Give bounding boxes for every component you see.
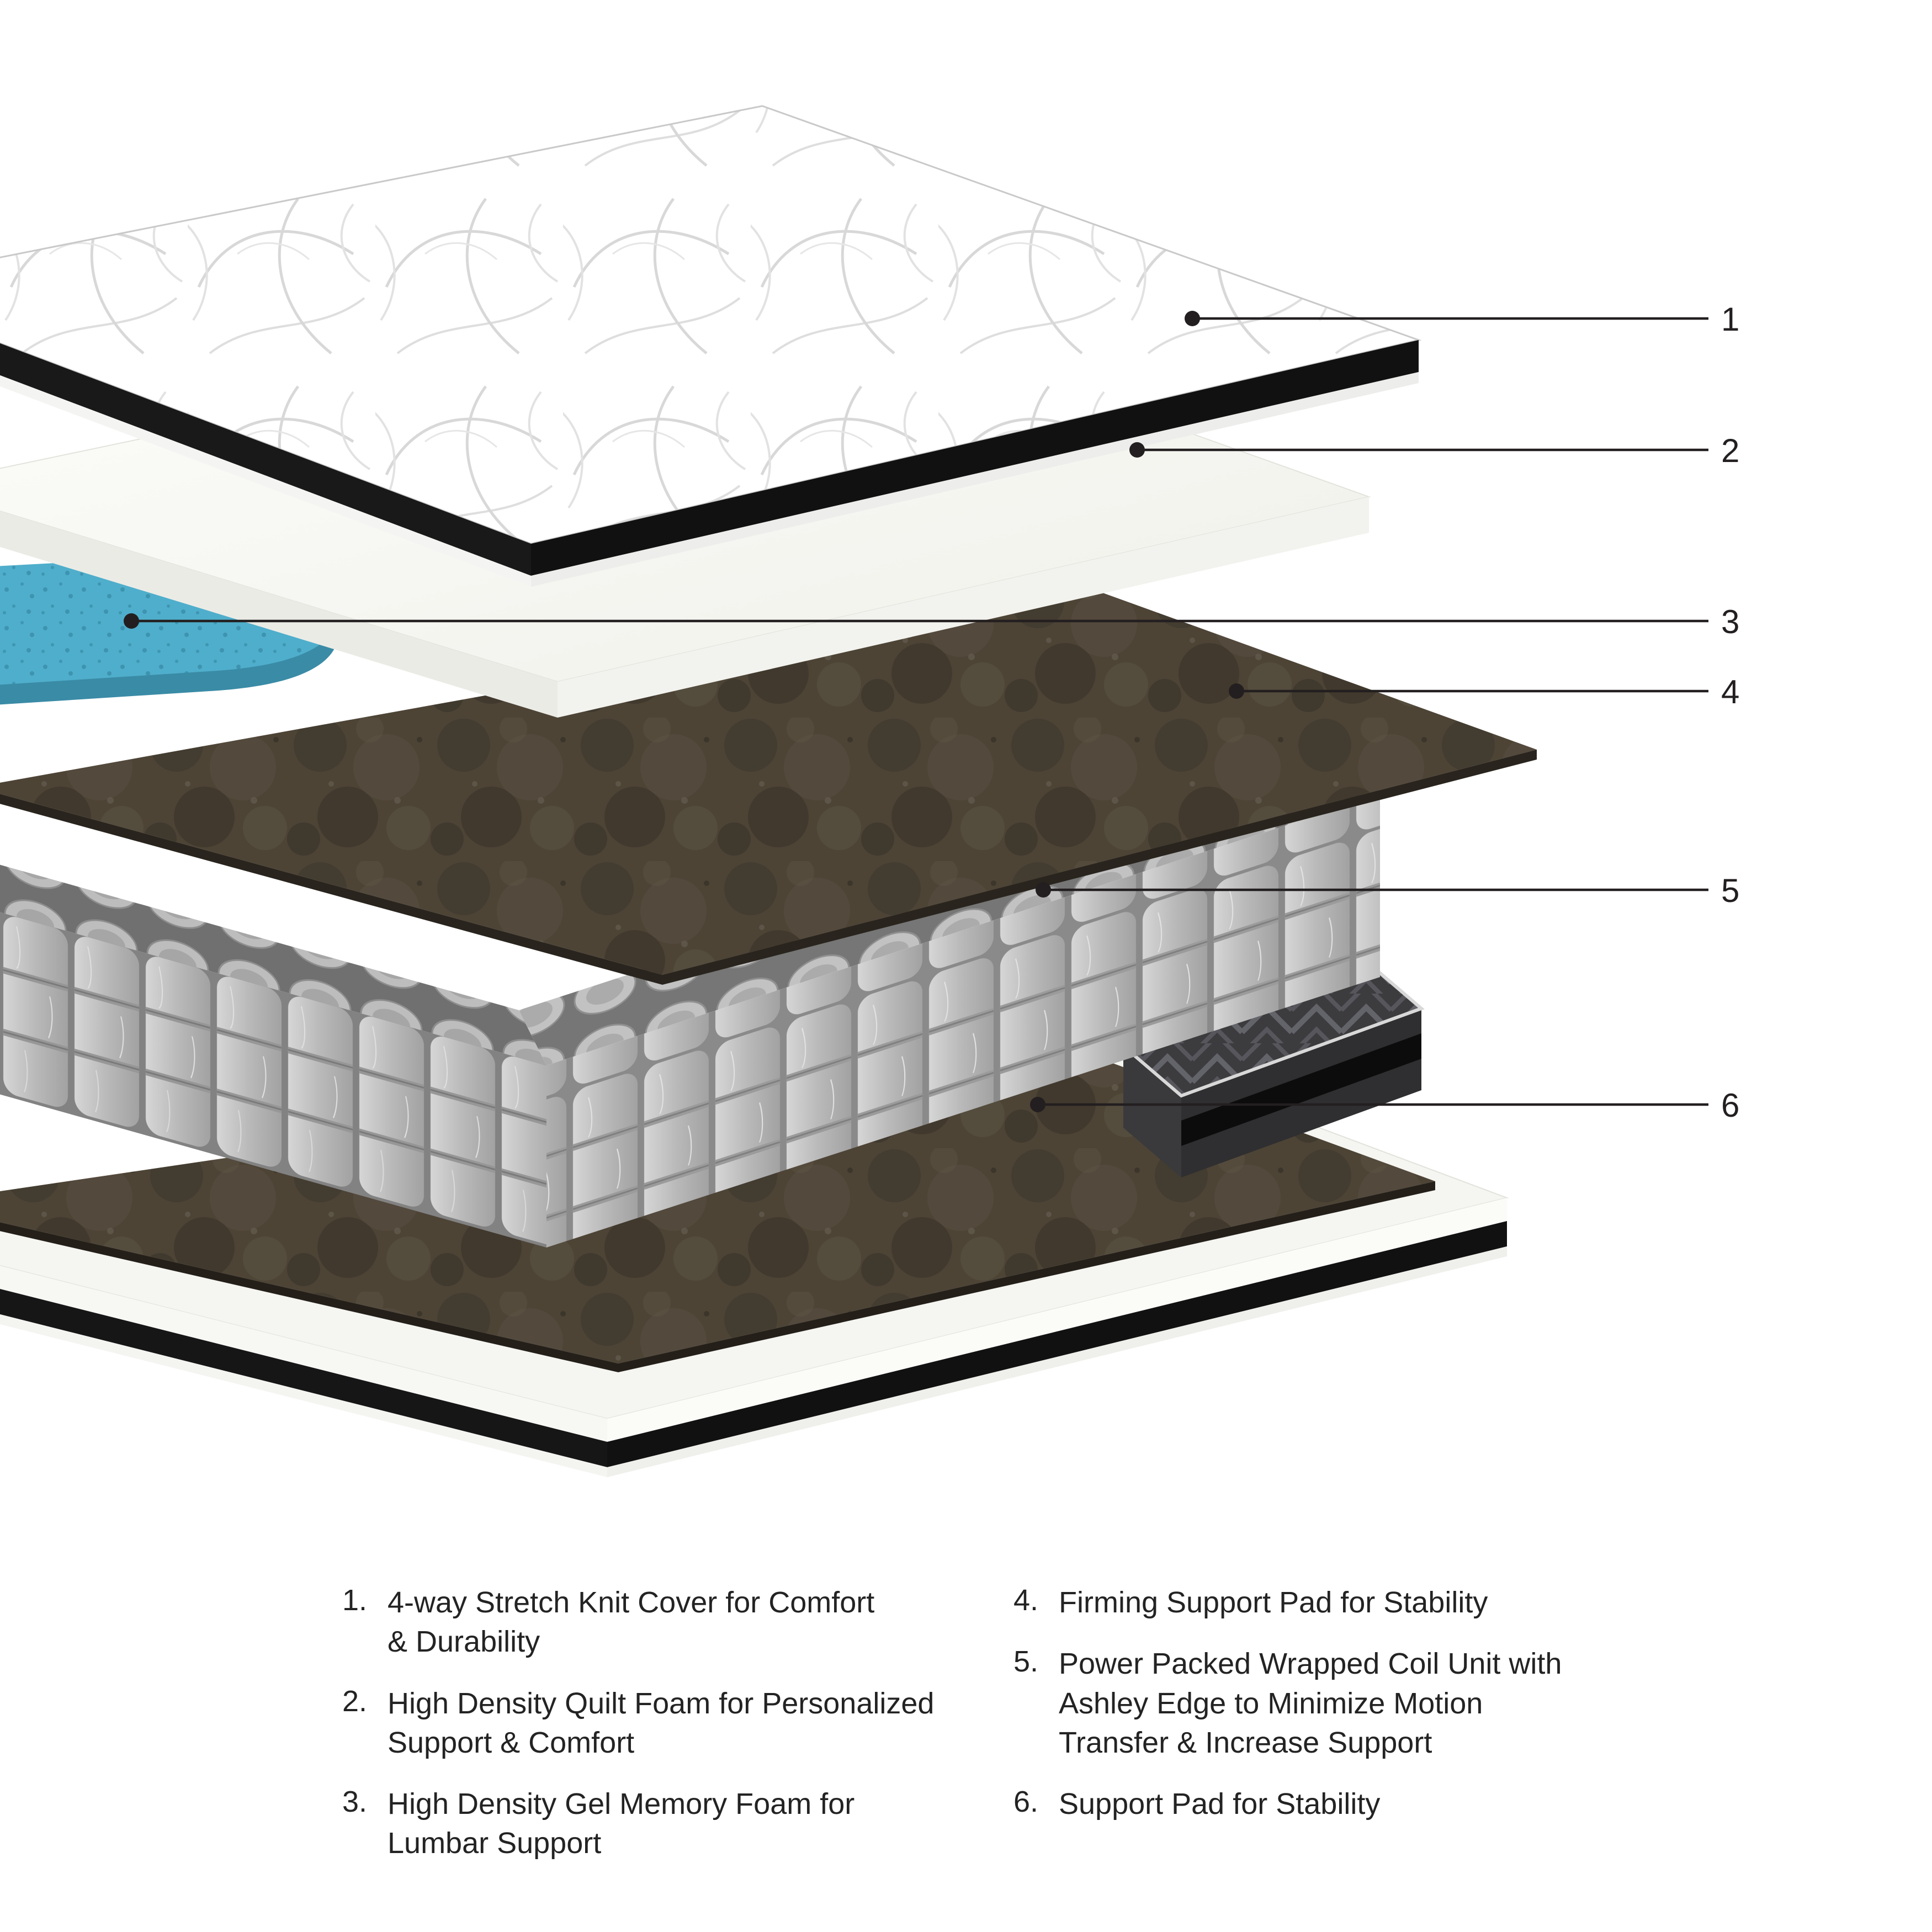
callout-dot-6 (1030, 1097, 1045, 1112)
callout-number-2: 2 (1721, 432, 1740, 469)
legend-item-1: 1. 4-way Stretch Knit Cover for Comfort … (342, 1583, 983, 1662)
legend-item-5-number: 5. (1013, 1645, 1039, 1679)
bottom-base-white-sliver (0, 1314, 607, 1477)
legend-column-right: 4. Firming Support Pad for Stability 5. … (1013, 1583, 1797, 1886)
legend-item-3-number: 3. (342, 1785, 368, 1819)
legend-item-4-number: 4. (1013, 1584, 1039, 1617)
legend-item-2: 2. High Density Quilt Foam for Personali… (342, 1684, 983, 1763)
callout-dot-2 (1129, 442, 1145, 458)
legend-item-6: 6. Support Pad for Stability (1013, 1785, 1797, 1824)
legend-item-1-number: 1. (342, 1584, 368, 1617)
support-pad-bottom-edge-right (618, 1181, 1435, 1372)
legend-item-4: 4. Firming Support Pad for Stability (1013, 1583, 1797, 1622)
callout-number-1: 1 (1721, 301, 1740, 338)
legend: 1. 4-way Stretch Knit Cover for Comfort … (342, 1583, 1822, 1886)
callout-dot-1 (1185, 311, 1200, 326)
bottom-base-side-right (607, 1198, 1507, 1442)
callout-number-6: 6 (1721, 1087, 1740, 1124)
legend-item-1-text: 4-way Stretch Knit Cover for Comfort & D… (388, 1586, 875, 1659)
knit-cover-bottom-sliver-right (531, 372, 1419, 587)
legend-item-2-text: High Density Quilt Foam for Personalized… (388, 1686, 935, 1759)
legend-item-4-text: Firming Support Pad for Stability (1059, 1586, 1488, 1619)
callout-dot-5 (1036, 882, 1051, 898)
legend-item-3: 3. High Density Gel Memory Foam for Lumb… (342, 1785, 983, 1864)
callout-dots (124, 311, 1244, 1112)
support-pad-bottom-face (0, 1038, 1435, 1363)
callout-number-4: 4 (1721, 673, 1740, 710)
callout-number-5: 5 (1721, 872, 1740, 909)
knit-cover-black-band-right (531, 340, 1419, 576)
support-pad-top-face (0, 587, 1537, 975)
quilt-foam-side-right (558, 497, 1369, 718)
coil-face-left (0, 912, 546, 1248)
callout-dot-4 (1229, 683, 1244, 699)
edge-corner-left-face (1123, 1046, 1181, 1177)
legend-item-5: 5. Power Packed Wrapped Coil Unit with A… (1013, 1644, 1797, 1763)
layer-support-pad-bottom (0, 1038, 1435, 1372)
bottom-base-black-tape (0, 1288, 607, 1467)
knit-cover-black-band (0, 343, 531, 576)
coil-tops-left (0, 864, 546, 1065)
coil-face-right (546, 795, 1380, 1248)
edge-support-corner (1120, 957, 1425, 1177)
bottom-base-side (0, 1265, 607, 1442)
quilt-foam-side-left (0, 511, 558, 718)
knit-cover-bottom-sliver (0, 375, 531, 587)
legend-item-2-number: 2. (342, 1684, 368, 1718)
legend-column-left: 1. 4-way Stretch Knit Cover for Comfort … (342, 1583, 983, 1886)
legend-item-6-number: 6. (1013, 1785, 1039, 1819)
support-pad-bottom-edge (0, 1222, 618, 1372)
legend-item-3-text: High Density Gel Memory Foam for Lumbar … (388, 1787, 855, 1860)
legend-item-5-text: Power Packed Wrapped Coil Unit with Ashl… (1059, 1647, 1562, 1759)
layer-support-pad-top (0, 587, 1537, 985)
support-pad-top-edge-right (662, 750, 1537, 985)
layer-knit-cover (0, 105, 1422, 587)
edge-corner-black-band (1181, 1033, 1421, 1146)
bottom-base-white-sliver-right (607, 1246, 1507, 1477)
callout-dot-3 (124, 613, 139, 629)
bottom-base-black-tape-right (607, 1221, 1507, 1467)
callout-lines (131, 317, 1708, 1106)
legend-item-6-text: Support Pad for Stability (1059, 1787, 1381, 1821)
support-pad-top-edge (0, 794, 662, 985)
callout-number-3: 3 (1721, 603, 1740, 640)
